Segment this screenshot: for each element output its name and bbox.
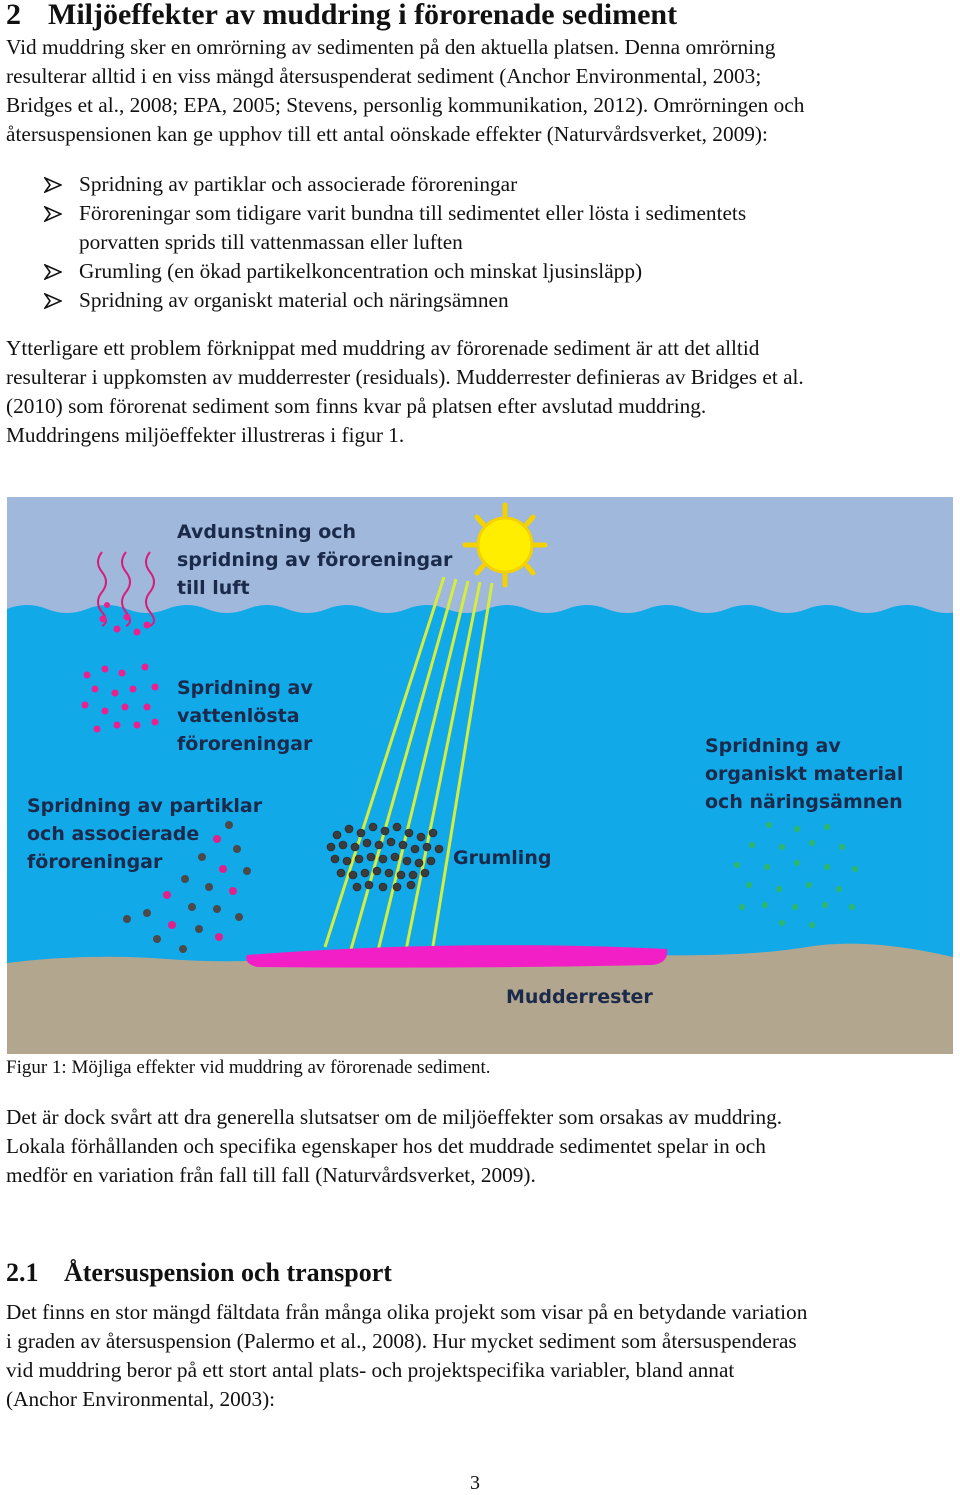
- text-line: resulterar i uppkomsten av mudderrester …: [6, 365, 804, 389]
- figure-label-organic: organiskt material: [705, 763, 903, 785]
- particle-dots: [123, 821, 251, 953]
- dissolved-pollutant-dots: [81, 602, 159, 733]
- figure-label-particles: Spridning av partiklar: [27, 795, 263, 817]
- sediment-bottom: [7, 943, 953, 1054]
- list-item-text: porvatten sprids till vattenmassan eller…: [79, 230, 463, 254]
- water: [7, 605, 953, 1054]
- text-line: Bridges et al., 2008; EPA, 2005; Stevens…: [6, 93, 805, 117]
- light-rays: [323, 576, 494, 956]
- subsection-title: Återsuspension och transport: [64, 1258, 392, 1287]
- figure-caption: Figur 1: Möjliga effekter vid muddring a…: [6, 1057, 491, 1078]
- figure-label-evaporation: till luft: [177, 577, 250, 599]
- list-item: Spridning av partiklar och associerade f…: [44, 170, 944, 199]
- list-item: Grumling (en ökad partikelkoncentration …: [44, 257, 944, 286]
- list-item-text: Spridning av organiskt material och näri…: [79, 288, 509, 312]
- text-line: Det finns en stor mängd fältdata från må…: [6, 1300, 808, 1324]
- arrow-bullet-icon: [44, 177, 62, 193]
- dredging-residuals: [246, 945, 668, 968]
- text-line: vid muddring beror på ett stort antal pl…: [6, 1358, 735, 1382]
- figure-label-dissolved: föroreningar: [177, 733, 313, 755]
- arrow-bullet-icon: [44, 206, 62, 222]
- effects-list: Spridning av partiklar och associerade f…: [44, 170, 944, 315]
- dredging-effects-figure: Avdunstning och spridning av föroreninga…: [7, 497, 953, 1054]
- figure-label-residuals: Mudderrester: [506, 986, 653, 1008]
- text-line: medför en variation från fall till fall …: [6, 1163, 536, 1187]
- intro-paragraph: Vid muddring sker en omrörning av sedime…: [6, 33, 956, 149]
- list-item-text: Föroreningar som tidigare varit bundna t…: [79, 201, 747, 225]
- figure-label-organic: Spridning av: [705, 735, 841, 757]
- text-line: Ytterligare ett problem förknippat med m…: [6, 336, 760, 360]
- section-heading: 2 Miljöeffekter av muddring i förorenade …: [6, 0, 677, 32]
- text-line: (Anchor Environmental, 2003):: [6, 1387, 276, 1411]
- list-item-text: Spridning av partiklar och associerade f…: [79, 172, 518, 196]
- figure-label-evaporation: Avdunstning och: [177, 521, 356, 543]
- page-number: 3: [470, 1472, 480, 1494]
- text-line: i graden av återsuspension (Palermo et a…: [6, 1329, 797, 1353]
- resuspension-paragraph: Det finns en stor mängd fältdata från må…: [6, 1298, 956, 1414]
- figure-label-dissolved: Spridning av: [177, 677, 313, 699]
- subsection-heading: 2.1 Återsuspension och transport: [6, 1258, 392, 1288]
- section-title: Miljöeffekter av muddring i förorenade s…: [48, 0, 678, 31]
- figure-label-particles: föroreningar: [27, 851, 163, 873]
- text-line: (2010) som förorenat sediment som finns …: [6, 394, 707, 418]
- figure-label-turbidity: Grumling: [453, 847, 551, 869]
- residuals-paragraph: Ytterligare ett problem förknippat med m…: [6, 334, 956, 450]
- conclusion-paragraph: Det är dock svårt att dra generella slut…: [6, 1103, 956, 1190]
- text-line: resulterar alltid i en viss mängd återsu…: [6, 64, 762, 88]
- text-line: Muddringens miljöeffekter illustreras i …: [6, 423, 405, 447]
- list-item: Föroreningar som tidigare varit bundna t…: [44, 199, 944, 257]
- text-line: Lokala förhållanden och specifika egensk…: [6, 1134, 766, 1158]
- arrow-bullet-icon: [44, 293, 62, 309]
- sun-icon: [462, 502, 548, 588]
- section-number: 2: [6, 0, 21, 31]
- text-line: Vid muddring sker en omrörning av sedime…: [6, 35, 776, 59]
- turbidity-cluster: [326, 822, 444, 892]
- arrow-bullet-icon: [44, 264, 62, 280]
- list-item: Spridning av organiskt material och näri…: [44, 286, 944, 315]
- figure-label-particles: och associerade: [27, 823, 199, 845]
- figure-label-dissolved: vattenlösta: [177, 705, 300, 727]
- figure-label-evaporation: spridning av föroreningar: [177, 549, 453, 571]
- nutrient-dots: [733, 821, 859, 929]
- figure-label-organic: och näringsämnen: [705, 791, 903, 813]
- text-line: återsuspensionen kan ge upphov till ett …: [6, 122, 768, 146]
- list-item-text: Grumling (en ökad partikelkoncentration …: [79, 259, 643, 283]
- subsection-number: 2.1: [6, 1258, 39, 1287]
- text-line: Det är dock svårt att dra generella slut…: [6, 1105, 783, 1129]
